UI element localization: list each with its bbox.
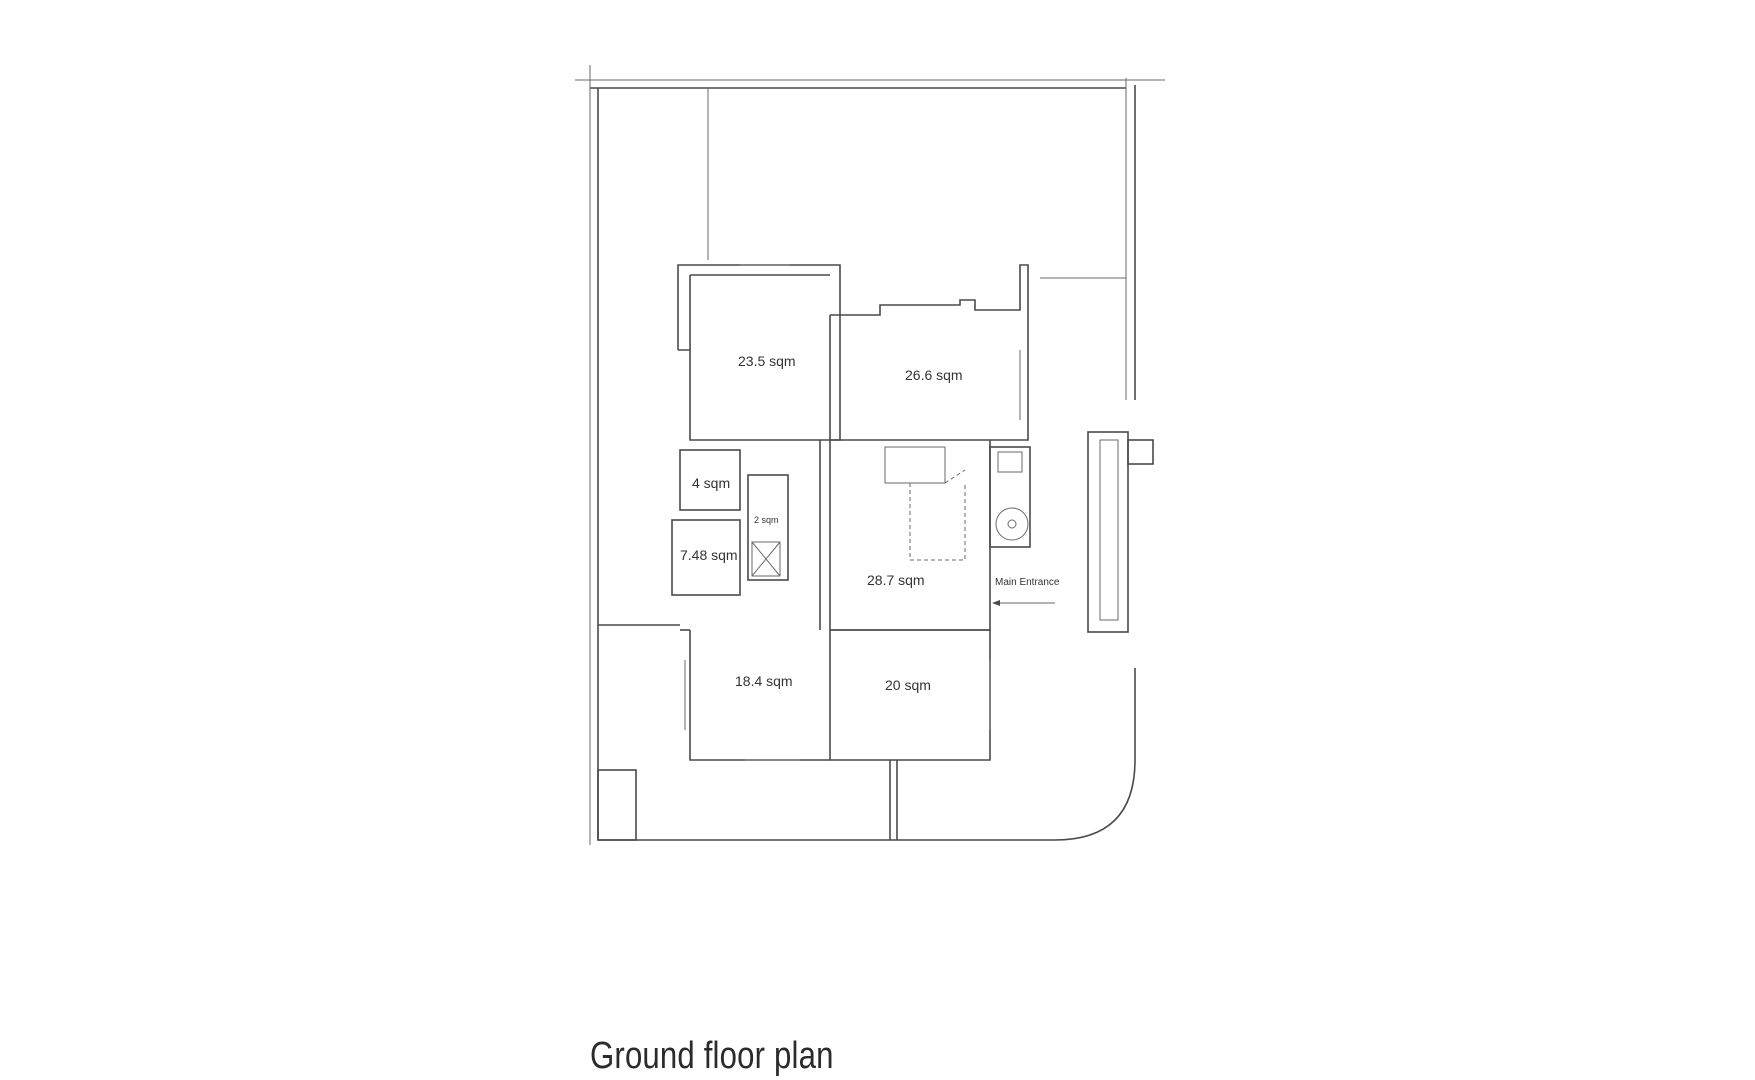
building-walls [597, 264, 1154, 841]
room-label-r2: 26.6 sqm [905, 367, 963, 383]
plan-caption: Ground floor plan [590, 1035, 834, 1077]
site-boundary [575, 65, 1165, 845]
room-label-r3: 4 sqm [692, 475, 730, 491]
room-label-r4: 2 sqm [754, 515, 779, 525]
room-label-r7: 18.4 sqm [735, 673, 793, 689]
room-label-r6: 28.7 sqm [867, 572, 925, 588]
room-label-r1: 23.5 sqm [738, 353, 796, 369]
entrance-arrow [992, 600, 1055, 606]
room-label-r8: 20 sqm [885, 677, 931, 693]
room-label-r5: 7.48 sqm [680, 547, 738, 563]
entrance-label: Main Entrance [995, 577, 1060, 588]
